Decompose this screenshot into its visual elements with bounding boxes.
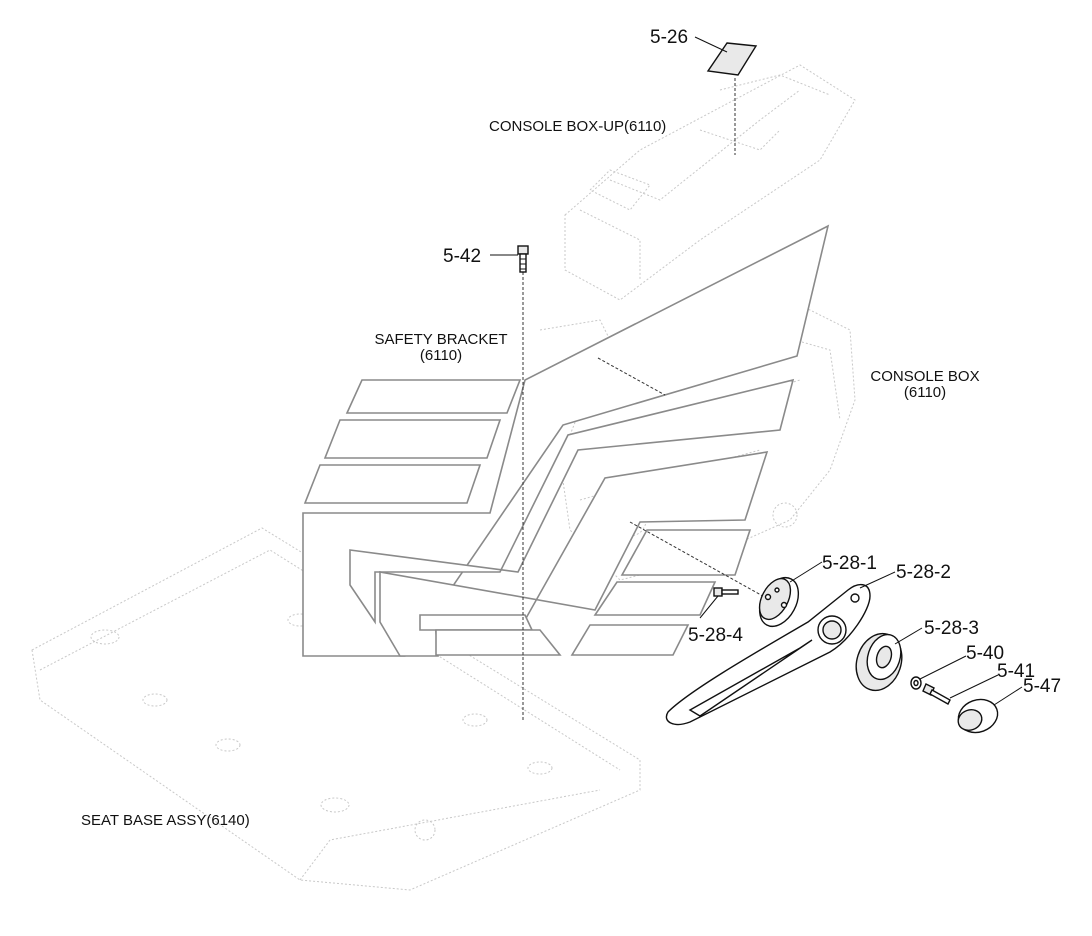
seat-base-assy-drawing [31, 527, 641, 891]
assembly-centerlines [522, 78, 771, 720]
logo-decal-drawing [302, 224, 830, 657]
label-seat-base-assy: SEAT BASE ASSY(6140) [81, 812, 250, 829]
part-5-28-1-plate [758, 576, 800, 628]
label-console-box: CONSOLE BOX [870, 368, 979, 385]
part-5-40-washer [910, 676, 922, 690]
label-safety-bracket-code: (6110) [420, 347, 462, 364]
part-5-28-2-lever [665, 583, 871, 726]
console-box-up-drawing [564, 64, 856, 301]
label-safety-bracket: SAFETY BRACKET [374, 331, 507, 348]
label-part-5-42: 5-42 [443, 246, 481, 267]
label-console-box-up: CONSOLE BOX-UP(6110) [489, 118, 666, 135]
label-console-box-code: (6110) [904, 384, 946, 401]
label-part-5-26: 5-26 [650, 27, 688, 48]
label-part-5-41: 5-41 [997, 661, 1035, 682]
part-5-28-4-bolt [713, 587, 739, 597]
part-5-42-bolt [517, 245, 529, 273]
label-part-5-28-3: 5-28-3 [924, 618, 979, 639]
label-part-5-28-2: 5-28-2 [896, 562, 951, 583]
part-5-47-cap [957, 698, 999, 734]
part-5-28-3-collar [855, 632, 903, 692]
label-part-5-47: 5-47 [1023, 676, 1061, 697]
part-5-26-pad [706, 42, 758, 76]
label-part-5-40: 5-40 [966, 643, 1004, 664]
part-5-41-bolt [922, 683, 951, 705]
label-part-5-28-1: 5-28-1 [822, 553, 877, 574]
leader-lines [490, 36, 1023, 706]
label-part-5-28-4: 5-28-4 [688, 625, 743, 646]
